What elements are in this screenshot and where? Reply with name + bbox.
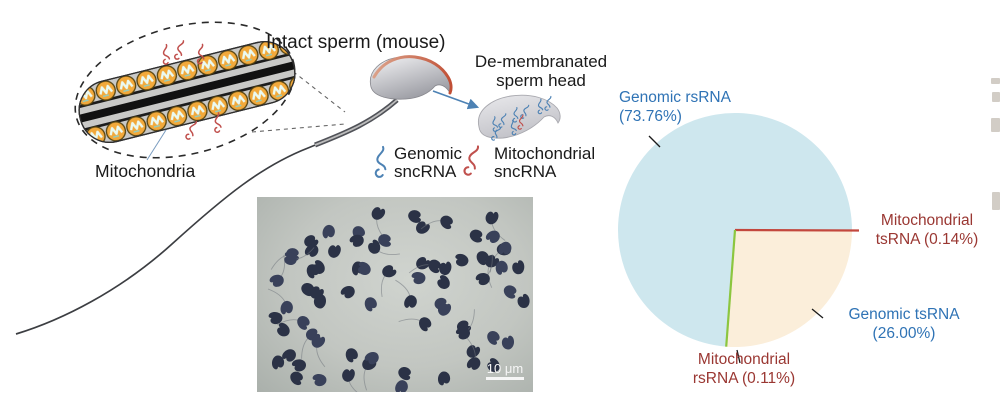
sperm-cell (369, 262, 405, 298)
sperm-cell (396, 365, 414, 382)
demembranated-head-label-line1: De-membranated (474, 52, 608, 71)
sperm-cell (439, 261, 452, 276)
pie-label-mitochondrial-tsrna: Mitochondrial tsRNA (0.14%) (857, 212, 997, 249)
sperm-cell (468, 228, 485, 244)
scale-bar: 10 μm (479, 361, 531, 380)
sperm-cell (454, 253, 469, 267)
sperm-cell (362, 203, 399, 240)
sperm-cell (394, 379, 409, 392)
sperm-cell (350, 354, 387, 391)
legend-mitochondrial-sncrna: Mitochondrial sncRNA (494, 145, 595, 181)
pie-label-genomic-rsrna-line1: Genomic rsRNA (619, 89, 731, 106)
cropped-edge-artifact (992, 92, 1000, 102)
demembranated-head-label-line2: sperm head (496, 70, 586, 90)
demembranated-head-label: De-membranated sperm head (462, 52, 620, 90)
legend-genomic-line1: Genomic (394, 144, 463, 163)
sperm-cell (407, 209, 423, 224)
sperm-cell (287, 369, 306, 387)
sperm-cell (420, 206, 457, 243)
pie-label-genomic-tsrna: Genomic tsRNA (26.00%) (820, 306, 988, 343)
demembranated-head-shape (477, 94, 561, 139)
intact-sperm-title: Intact sperm (mouse) (266, 32, 446, 53)
sperm-cell (342, 345, 361, 364)
sperm-cell (398, 305, 435, 342)
sperm-head-crest (372, 55, 453, 95)
sperm-cell (267, 288, 294, 315)
pie-leader-ticks (648, 135, 824, 364)
sperm-cell (484, 328, 503, 347)
pie-slice-genomic_tsrna (726, 230, 852, 348)
sperm-cell (510, 259, 527, 276)
cropped-edge-artifact (992, 192, 1000, 210)
inset-connector-line (251, 123, 346, 133)
sperm-midpiece-capsule (72, 35, 302, 149)
legend-mitochondrial-line2: sncRNA (494, 162, 557, 181)
pie-label-genomic-rsrna: Genomic rsRNA (73.76%) (619, 89, 731, 126)
pie-label-genomic-rsrna-line2: (73.76%) (619, 107, 682, 125)
sperm-cell (515, 292, 532, 310)
sperm-cell (327, 243, 342, 259)
legend-mitochondrial-line1: Mitochondrial (494, 144, 596, 163)
sperm-cell (500, 335, 516, 351)
pie-slice-mito_tsrna (734, 228, 860, 232)
intact-sperm-diagram (15, 55, 453, 335)
sperm-cell (390, 279, 421, 310)
pie-label-mito-rsrna-line1: Mitochondrial (697, 351, 791, 368)
sperm-midpiece-core (314, 99, 398, 146)
genomic-sncrna-legend-icon (372, 145, 388, 179)
sperm-cell (322, 224, 335, 239)
pie-slice-genomic_rsrna (618, 112, 853, 347)
pie-label-genomic-tsrna-line1: Genomic tsRNA (848, 306, 960, 323)
pie-label-mito-tsrna-line2: tsRNA (0.14%) (875, 230, 979, 248)
arrow-icon (432, 90, 480, 110)
demembranated-head-diagram (477, 94, 561, 142)
sperm-midpiece (314, 98, 399, 148)
sperm-micrograph-photo: 10 μm (257, 197, 533, 392)
pie-chart (618, 112, 860, 348)
mitochondria-label-line (146, 129, 167, 161)
legend-genomic-line2: sncRNA (394, 162, 457, 181)
sperm-cell (411, 270, 427, 286)
pie-label-mito-rsrna-line2: rsRNA (0.11%) (692, 369, 796, 387)
pie-label-mitochondrial-rsrna: Mitochondrial rsRNA (0.11%) (671, 351, 817, 388)
cropped-edge-artifact (991, 118, 1000, 132)
sperm-cell (436, 370, 452, 386)
scale-bar-label: 10 μm (485, 361, 525, 380)
sperm-cell (312, 372, 328, 388)
sperm-cell (434, 273, 453, 292)
mitochondrial-sncrna-legend-icon (462, 144, 480, 177)
sperm-cell (501, 283, 519, 301)
sperm-cell (484, 227, 503, 246)
mitochondria-inset-diagram (72, 21, 346, 161)
pie-slice-mito_rsrna (725, 229, 737, 347)
legend-genomic-sncrna: Genomic sncRNA (394, 145, 462, 181)
sperm-cell (361, 294, 380, 313)
sperm-cell (339, 282, 358, 302)
mitochondria-label: Mitochondria (95, 161, 196, 181)
sperm-cell (338, 367, 369, 392)
cropped-edge-artifact (991, 78, 1000, 84)
pie-label-genomic-tsrna-line2: (26.00%) (872, 324, 936, 342)
pie-label-mito-tsrna-line1: Mitochondrial (880, 212, 974, 229)
